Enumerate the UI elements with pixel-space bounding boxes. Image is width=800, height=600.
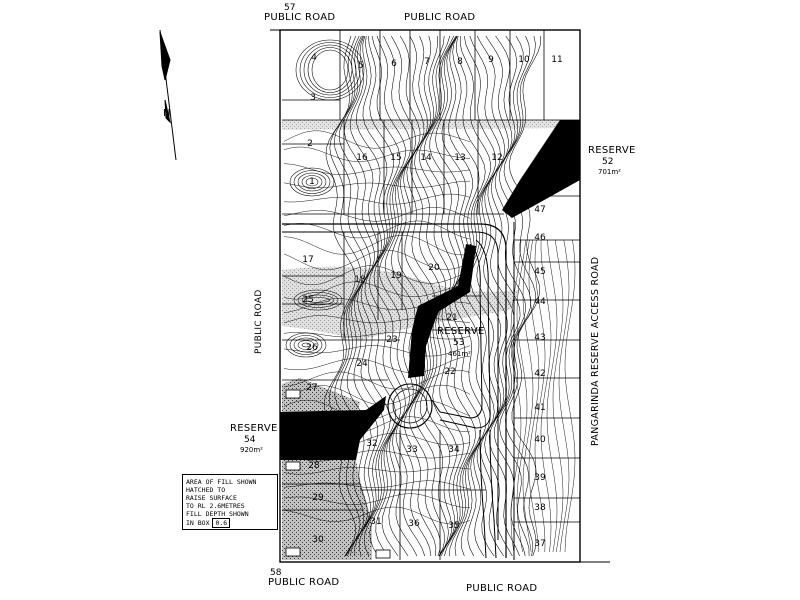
lot-number-17: 17 bbox=[302, 255, 313, 265]
lot-number-10: 10 bbox=[518, 55, 530, 65]
lot-number-19: 19 bbox=[390, 271, 402, 281]
road-number-58: 58 bbox=[270, 568, 282, 578]
reserve-52-number: 52 bbox=[602, 157, 614, 167]
reserve-54-title: RESERVE bbox=[230, 423, 278, 434]
lot-boundaries bbox=[282, 30, 580, 560]
lot-number-29: 29 bbox=[312, 493, 324, 503]
legend-line: HATCHED TO bbox=[186, 486, 226, 494]
reserve-54-number: 54 bbox=[244, 435, 256, 445]
lot-number-1: 1 bbox=[309, 177, 315, 187]
lot-number-18: 18 bbox=[354, 275, 366, 285]
lot-number-24: 24 bbox=[356, 359, 368, 369]
lot-number-13: 13 bbox=[454, 153, 465, 163]
road-label-bottom: PUBLIC ROAD bbox=[466, 583, 538, 594]
lot-number-47: 47 bbox=[534, 205, 545, 215]
lot-number-2: 2 bbox=[307, 139, 313, 149]
legend-line: RAISE SURFACE bbox=[186, 494, 237, 502]
reserve-52-shape bbox=[502, 120, 580, 218]
lot-number-8: 8 bbox=[457, 57, 463, 67]
legend-line: AREA OF FILL SHOWN bbox=[186, 478, 257, 486]
lot-number-28: 28 bbox=[308, 461, 320, 471]
north-arrow-icon: N bbox=[159, 29, 177, 161]
reserve-52-area: 701m² bbox=[598, 168, 621, 176]
lot-number-20: 20 bbox=[428, 263, 440, 273]
road-label-right: PANGARINDA RESERVE ACCESS ROAD bbox=[590, 256, 601, 446]
lot-number-37: 37 bbox=[534, 539, 545, 549]
contour-lines bbox=[283, 35, 576, 557]
lot-number-46: 46 bbox=[534, 233, 546, 243]
reserve-53-number: 53 bbox=[453, 338, 465, 348]
svg-text:N: N bbox=[163, 108, 170, 119]
lot-number-7: 7 bbox=[424, 57, 430, 67]
lot-number-6: 6 bbox=[391, 59, 397, 69]
road-number-57: 57 bbox=[284, 3, 296, 13]
reserve-53-title: RESERVE bbox=[437, 326, 485, 337]
lot-number-21: 21 bbox=[446, 313, 457, 323]
lot-number-43: 43 bbox=[534, 333, 545, 343]
legend-fill-depth-box: 0.6 bbox=[212, 518, 231, 528]
subdivision-boundary bbox=[279, 29, 581, 563]
lot-number-33: 33 bbox=[406, 445, 417, 455]
lot-number-36: 36 bbox=[408, 519, 420, 529]
lot-number-32: 32 bbox=[366, 439, 377, 449]
lot-number-45: 45 bbox=[534, 267, 545, 277]
lot-number-31: 31 bbox=[370, 517, 381, 527]
lot-number-34: 34 bbox=[448, 445, 460, 455]
lot-number-14: 14 bbox=[420, 153, 432, 163]
lot-number-11: 11 bbox=[551, 55, 562, 65]
lot-number-23: 23 bbox=[386, 335, 397, 345]
legend-line: TO RL 2.6METRES bbox=[186, 502, 245, 510]
lot-number-9: 9 bbox=[488, 55, 494, 65]
lot-number-25: 25 bbox=[302, 295, 313, 305]
lot-number-30: 30 bbox=[312, 535, 324, 545]
lot-number-39: 39 bbox=[534, 473, 546, 483]
lot-number-16: 16 bbox=[356, 153, 368, 163]
legend-line: FILL DEPTH SHOWN bbox=[186, 510, 249, 518]
fill-depth-boxes bbox=[285, 389, 391, 559]
reserve-54-shape bbox=[280, 396, 386, 460]
lot-number-40: 40 bbox=[534, 435, 546, 445]
road-label-left: PUBLIC ROAD bbox=[254, 289, 264, 354]
lot-number-38: 38 bbox=[534, 503, 546, 513]
lot-number-41: 41 bbox=[534, 403, 545, 413]
road-label-top: PUBLIC ROAD bbox=[404, 12, 476, 23]
lot-number-27: 27 bbox=[306, 383, 317, 393]
lot-number-22: 22 bbox=[444, 367, 455, 377]
lot-number-12: 12 bbox=[491, 153, 502, 163]
fill-legend: AREA OF FILL SHOWN HATCHED TO RAISE SURF… bbox=[182, 474, 278, 530]
lot-number-4: 4 bbox=[311, 53, 317, 63]
legend-line-text: IN BOX bbox=[186, 519, 210, 527]
lot-number-26: 26 bbox=[306, 343, 318, 353]
lot-number-3: 3 bbox=[310, 93, 316, 103]
internal-road bbox=[282, 222, 515, 560]
lot-number-35: 35 bbox=[448, 521, 459, 531]
lot-number-15: 15 bbox=[390, 153, 401, 163]
lot-number-5: 5 bbox=[358, 61, 364, 71]
road-label-bottom-left: PUBLIC ROAD bbox=[268, 577, 340, 588]
reserve-53-area: 461m² bbox=[448, 350, 471, 358]
road-label-top-left: PUBLIC ROAD bbox=[264, 12, 336, 23]
reserve-54-area: 920m² bbox=[240, 446, 263, 454]
reserve-52-title: RESERVE bbox=[588, 145, 636, 156]
reserve-53-shape bbox=[408, 244, 476, 378]
lot-number-42: 42 bbox=[534, 369, 545, 379]
lot-number-44: 44 bbox=[534, 297, 546, 307]
